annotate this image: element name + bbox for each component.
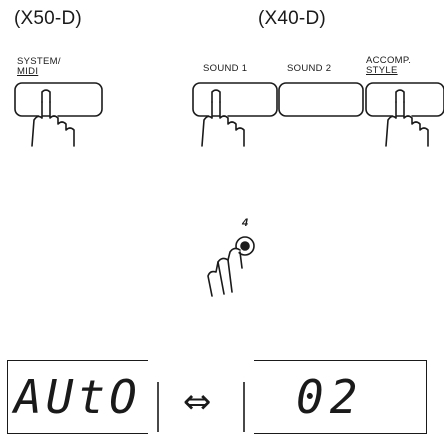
hand-pointer-icon (31, 89, 75, 147)
lcd-display-right: 02 (254, 360, 427, 434)
system-midi-button[interactable] (14, 82, 103, 117)
accomp-style-label: ACCOMP. STYLE (366, 55, 412, 76)
lcd-text-left: AUtO (14, 370, 141, 424)
lcd-display-left: AUtO (7, 360, 148, 434)
system-midi-label: SYSTEM/ MIDI (17, 56, 61, 77)
sound2-label: SOUND 2 (287, 63, 332, 74)
model-label-x50d: (X50-D) (14, 8, 82, 29)
sound2-button[interactable] (278, 82, 364, 117)
hand-pointer-icon (201, 89, 245, 147)
hand-pointer-icon (385, 89, 429, 147)
sound1-label: SOUND 1 (203, 63, 248, 74)
lcd-text-right: 02 (296, 370, 364, 424)
dial-hand-icon (207, 236, 255, 297)
model-label-x40d: (X40-D) (258, 8, 326, 29)
dial-step-number: 4 (242, 217, 249, 229)
sound1-button[interactable] (192, 82, 278, 117)
lcd-toggle-arrow: ⇔ (183, 382, 212, 422)
